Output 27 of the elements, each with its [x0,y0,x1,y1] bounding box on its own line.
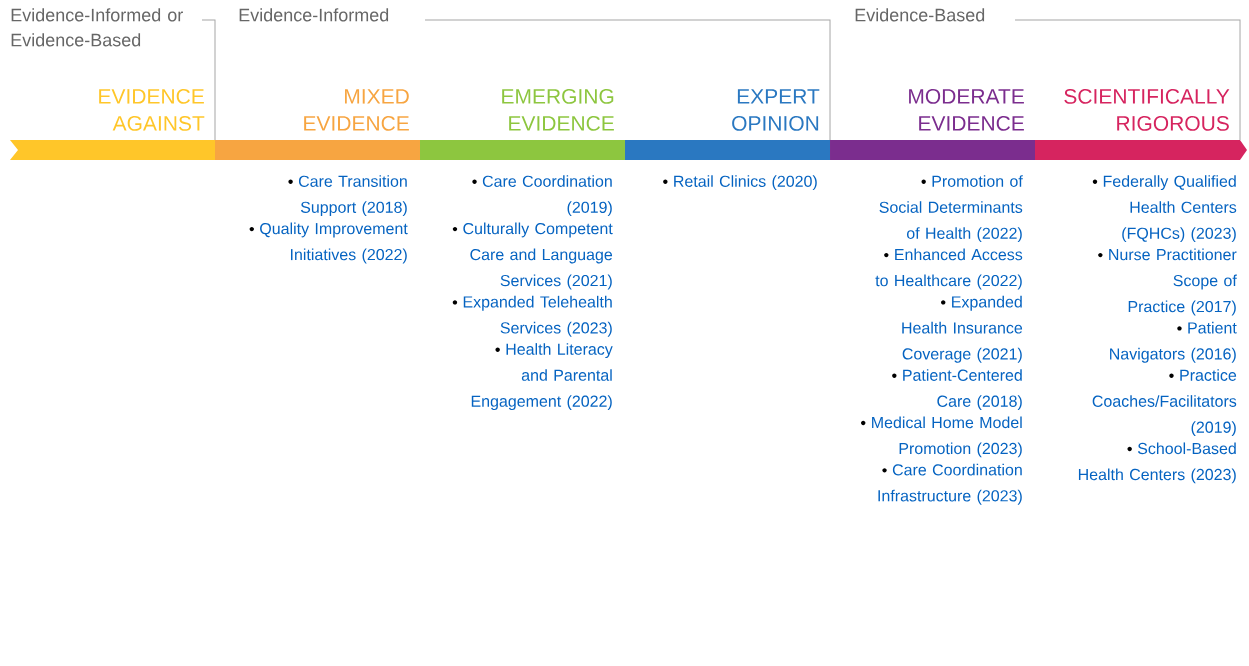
study-link: Federally Qualified Health Centers (FQHCs) (2023) [1092,175,1237,243]
study-link: Care Transition Support (2018) [288,175,407,217]
study-link: Enhanced Access to Healthcare (2022) [875,248,1023,290]
study-link: Care Coordination (2019) [472,175,612,217]
study-link: Culturally Competent Care and Language Services (2021) [452,222,613,290]
study-link: Expanded Health Insurance Coverage (2021) [902,295,1023,363]
category-heading: EXPERT OPINION [732,89,820,131]
study-link: Patient-Centered Care (2018) [892,369,1022,411]
study-link: Medical Home Model Promotion (2023) [861,416,1022,458]
group-heading: Evidence-Informed [239,8,389,22]
group-heading: Evidence-Informed or Evidence-Based [11,8,183,47]
study-link: Expanded Telehealth Services (2023) [452,295,612,337]
study-link: Health Literacy and Parental Engagement (2022) [471,343,613,411]
study-link: Patient Navigators (2016) [1110,321,1237,363]
category-heading: MODERATE EVIDENCE [909,88,1024,131]
study-link: Nurse Practitioner Scope of Practice (2017) [1098,248,1237,316]
study-link: Promotion of Social Determinants of Health (2022) [879,175,1023,243]
study-link: School-Based Health Centers (2023) [1078,442,1236,484]
category-heading: MIXED EVIDENCE [304,89,409,131]
group-heading: Evidence-Based [855,8,985,22]
study-link: Quality Improvement Initiatives (2022) [249,222,408,264]
category-heading: EVIDENCE AGAINST [99,88,205,131]
category-heading: SCIENTIFICALLY RIGOROUS [1064,88,1230,131]
study-link: Care Coordination Infrastructure (2023) [878,463,1022,505]
study-link: Practice Coaches/Facilitators (2019) [1092,369,1237,437]
study-link: Retail Clinics (2020) [663,175,817,191]
category-heading: EMERGING EVIDENCE [502,88,614,131]
